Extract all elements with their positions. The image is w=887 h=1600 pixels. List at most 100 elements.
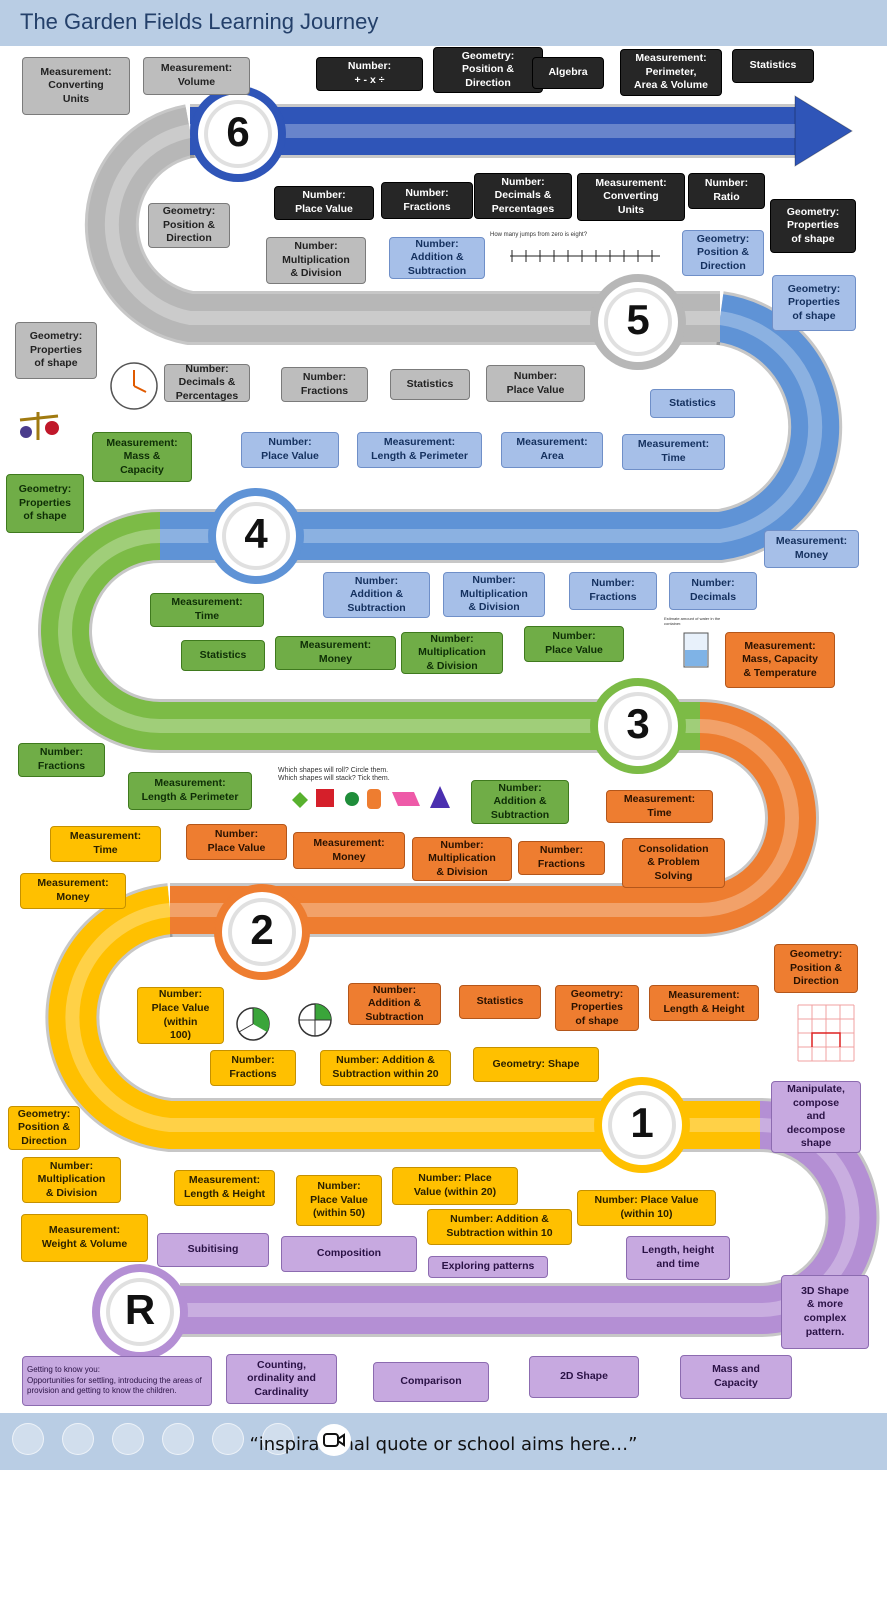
- road-segment-3: [41, 512, 700, 750]
- topic-box-statistics: Statistics: [390, 369, 470, 400]
- topic-box-exploring-patterns: Exploring patterns: [428, 1256, 548, 1278]
- journey-road: [19, 86, 880, 1360]
- topic-box-measurement-converting-units: Measurement: Converting Units: [577, 173, 685, 221]
- stage-label-r: R: [124, 1286, 156, 1333]
- topic-box-number-ratio: Number: Ratio: [688, 173, 765, 209]
- topic-box-measurement-money: Measurement: Money: [293, 832, 405, 869]
- topic-box-measurement-mass-capacity: Measurement: Mass & Capacity: [92, 432, 192, 482]
- topic-box-measurement-converting-units: Measurement: Converting Units: [22, 57, 130, 115]
- topic-box-measurement-time: Measurement: Time: [622, 434, 725, 470]
- topic-box-number-multiplication-division: Number: Multiplication & Division: [22, 1157, 121, 1203]
- more-button[interactable]: [262, 1423, 294, 1455]
- topic-box-geometry-position-direction: Geometry: Position & Direction: [8, 1106, 80, 1150]
- topic-box-measurement-length-height: Measurement: Length & Height: [649, 985, 759, 1021]
- topic-box-number-decimals: Number: Decimals: [669, 572, 757, 610]
- topic-box-subitising: Subitising: [157, 1233, 269, 1267]
- stage-marker-2: [214, 884, 310, 980]
- shapes-note: Which shapes will roll? Circle them. Whi…: [278, 767, 390, 783]
- topic-box-number-place-value-within-50: Number: Place Value (within 50): [296, 1175, 382, 1226]
- topic-box-comparison: Comparison: [373, 1362, 489, 1402]
- topic-box-geometry-shape: Geometry: Shape: [473, 1047, 599, 1082]
- topic-box-consolidation-problem-solving: Consolidation & Problem Solving: [622, 838, 725, 888]
- topic-box-geometry-properties-of-shape: Geometry: Properties of shape: [15, 322, 97, 379]
- road-arrow-head: [794, 95, 853, 167]
- topic-box-statistics: Statistics: [732, 49, 814, 83]
- topic-box-number-addition-subtraction: Number: Addition & Subtraction: [323, 572, 430, 618]
- topic-box-measurement-perimeter-area-volume: Measurement: Perimeter, Area & Volume: [620, 49, 722, 96]
- stage-marker-6: [190, 86, 286, 182]
- topic-box-measurement-length-perimeter: Measurement: Length & Perimeter: [357, 432, 482, 468]
- title-bar: [0, 0, 887, 46]
- topic-box-statistics: Statistics: [459, 985, 541, 1019]
- stage-label-4: 4: [244, 510, 268, 557]
- topic-box-measurement-length-height: Measurement: Length & Height: [174, 1170, 275, 1206]
- topic-box-geometry-properties-of-shape: Geometry: Properties of shape: [772, 275, 856, 331]
- topic-box-manipulate-compose-and-decompose-shape: Manipulate, compose and decompose shape: [771, 1081, 861, 1153]
- topic-box-number-decimals-percentages: Number: Decimals & Percentages: [164, 363, 250, 402]
- learning-journey-poster: The Garden Fields Learning Journey Measu…: [0, 0, 887, 1470]
- page-title: The Garden Fields Learning Journey: [20, 9, 379, 34]
- topic-box-number-place-value: Number: Place Value: [186, 824, 287, 860]
- topic-box-number-fractions: Number: Fractions: [381, 182, 473, 219]
- topic-box-number-multiplication-division: Number: Multiplication & Division: [401, 632, 503, 674]
- topic-box-number-fractions: Number: Fractions: [210, 1050, 296, 1086]
- topic-box-measurement-money: Measurement: Money: [275, 636, 396, 670]
- stage-label-1: 1: [630, 1099, 654, 1146]
- topic-box-geometry-properties-of-shape: Geometry: Properties of shape: [6, 474, 84, 533]
- topic-box-geometry-position-direction: Geometry: Position & Direction: [148, 203, 230, 248]
- pen-button[interactable]: [112, 1423, 144, 1455]
- topic-box-number-place-value-within-100: Number: Place Value (within 100): [137, 987, 224, 1044]
- road-segment-4: [160, 294, 840, 560]
- topic-box-geometry-position-direction: Geometry: Position & Direction: [774, 944, 858, 993]
- back-button[interactable]: [12, 1423, 44, 1455]
- topic-box-number-multiplication-division: Number: Multiplication & Division: [443, 572, 545, 617]
- topic-box-number-fractions: Number: Fractions: [518, 841, 605, 875]
- topic-box-algebra: Algebra: [532, 57, 604, 89]
- topic-box-geometry-properties-of-shape: Geometry: Properties of shape: [555, 985, 639, 1031]
- topic-box-3d-shape-more-complex-pattern: 3D Shape & more complex pattern.: [781, 1275, 869, 1349]
- camera-icon: [323, 1433, 345, 1447]
- topic-box-number-place-value-within-10: Number: Place Value (within 10): [577, 1190, 716, 1226]
- footer-bar: [0, 1413, 887, 1470]
- topic-box-number-fractions: Number: Fractions: [18, 743, 105, 777]
- topic-box-getting-to-know-you-opportunities-for-se: Getting to know you: Opportunities for s…: [22, 1356, 212, 1406]
- number-line-note: How many jumps from zero is eight?: [490, 232, 588, 238]
- camera-button[interactable]: [317, 1424, 351, 1456]
- stage-label-6: 6: [226, 108, 250, 155]
- stage-marker-5: [590, 274, 686, 370]
- topic-box-measurement-mass-capacity-temperature: Measurement: Mass, Capacity & Temperatur…: [725, 632, 835, 688]
- forward-button[interactable]: [62, 1423, 94, 1455]
- topic-box-2d-shape: 2D Shape: [529, 1356, 639, 1398]
- slides-button[interactable]: [162, 1423, 194, 1455]
- topic-box-statistics: Statistics: [650, 389, 735, 418]
- topic-box-number-addition-subtraction: Number: Addition & Subtraction: [471, 780, 569, 824]
- topic-box-number-addition-subtraction-within-10: Number: Addition & Subtraction within 10: [427, 1209, 572, 1245]
- footer-quote: “inspirational quote or school aims here…: [249, 1434, 638, 1455]
- topic-box-number-addition-subtraction: Number: Addition & Subtraction: [348, 983, 441, 1025]
- road-segment-1: [48, 886, 760, 1149]
- topic-box-number-place-value: Number: Place Value: [274, 186, 374, 220]
- stage-label-3: 3: [626, 700, 650, 747]
- zoom-button[interactable]: [212, 1423, 244, 1455]
- topic-box-geometry-position-direction: Geometry: Position & Direction: [682, 230, 764, 276]
- topic-box-length-height-and-time: Length, height and time: [626, 1236, 730, 1280]
- topic-box-number-place-value: Number: Place Value: [241, 432, 339, 468]
- topic-box-statistics: Statistics: [181, 640, 265, 671]
- topic-box-number-place-value: Number: Place Value: [486, 365, 585, 402]
- topic-box-measurement-time: Measurement: Time: [150, 593, 264, 627]
- topic-box-number-multiplication-division: Number: Multiplication & Division: [412, 837, 512, 881]
- topic-box-number-addition-subtraction: Number: Addition & Subtraction: [389, 237, 485, 279]
- stage-label-2: 2: [250, 906, 274, 953]
- topic-box-measurement-weight-volume: Measurement: Weight & Volume: [21, 1214, 148, 1262]
- stage-label-5: 5: [626, 296, 650, 343]
- topic-box-measurement-time: Measurement: Time: [606, 790, 713, 823]
- topic-box-measurement-money: Measurement: Money: [20, 873, 126, 909]
- stage-marker-1: [594, 1077, 690, 1173]
- topic-box-measurement-area: Measurement: Area: [501, 432, 603, 468]
- topic-box-counting-ordinality-and-cardinality: Counting, ordinality and Cardinality: [226, 1354, 337, 1404]
- topic-box-number-place-value-within-20: Number: Place Value (within 20): [392, 1167, 518, 1205]
- topic-box-number-addition-subtraction-within-20: Number: Addition & Subtraction within 20: [320, 1050, 451, 1086]
- topic-box-number-multiplication-division: Number: Multiplication & Division: [266, 237, 366, 284]
- topic-box-measurement-length-perimeter: Measurement: Length & Perimeter: [128, 772, 252, 810]
- topic-box-geometry-position-direction: Geometry: Position & Direction: [433, 47, 543, 93]
